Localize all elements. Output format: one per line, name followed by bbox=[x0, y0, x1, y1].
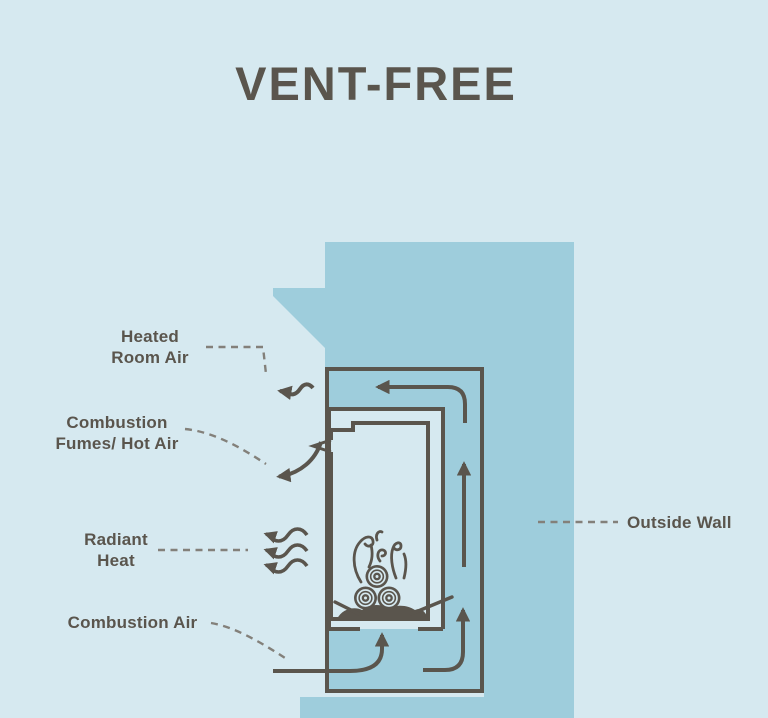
wall-gap-strip bbox=[325, 693, 484, 697]
log-top bbox=[365, 565, 389, 588]
leader-heated-room-air bbox=[206, 345, 268, 375]
radiant-heat-arrows bbox=[263, 527, 309, 575]
label-combustion-air-text: Combustion Air bbox=[67, 613, 198, 632]
label-heated-room-air-line2: Room Air bbox=[111, 348, 189, 367]
label-radiant-heat: Radiant Heat bbox=[66, 529, 166, 571]
kindling-stick-right bbox=[409, 595, 454, 616]
label-outside-wall-text: Outside Wall bbox=[627, 513, 732, 532]
label-outside-wall: Outside Wall bbox=[627, 512, 757, 533]
flame-right bbox=[390, 541, 403, 580]
flame-icon bbox=[352, 530, 408, 584]
kindling-stick-left bbox=[333, 600, 361, 616]
bottom-right-up-arrow bbox=[423, 607, 471, 672]
flame-middle-curl bbox=[376, 548, 387, 563]
label-radiant-heat-line1: Radiant bbox=[84, 530, 148, 549]
label-combustion-fumes: Combustion Fumes/ Hot Air bbox=[37, 412, 197, 454]
label-combustion-fumes-line2: Fumes/ Hot Air bbox=[55, 434, 179, 453]
log-bottom-right bbox=[377, 586, 401, 610]
label-heated-room-air-line1: Heated bbox=[121, 327, 179, 346]
label-combustion-air: Combustion Air bbox=[60, 612, 205, 633]
diagram-title: VENT-FREE bbox=[235, 57, 517, 110]
logs-icon bbox=[354, 565, 401, 610]
log-bottom-left bbox=[354, 586, 377, 610]
label-combustion-fumes-line1: Combustion bbox=[66, 413, 168, 432]
label-heated-room-air: Heated Room Air bbox=[95, 326, 205, 368]
flame-wisp bbox=[375, 530, 384, 542]
circulation-arrows bbox=[273, 379, 472, 673]
firebox-fill bbox=[331, 423, 428, 619]
leader-combustion-air bbox=[210, 621, 286, 660]
flame-right-tail bbox=[402, 552, 408, 580]
combustion-fumes-arrow bbox=[276, 441, 323, 483]
heated-room-air-arrow bbox=[277, 382, 315, 400]
combustion-air-arrow bbox=[273, 632, 390, 673]
radiant-wave-1 bbox=[263, 527, 309, 544]
top-left-flow-arrow bbox=[375, 379, 467, 423]
leader-combustion-fumes bbox=[184, 427, 267, 466]
vent-flap-icon bbox=[308, 438, 332, 454]
radiant-wave-3 bbox=[263, 558, 309, 575]
label-radiant-heat-line2: Heat bbox=[97, 551, 135, 570]
radiant-wave-2 bbox=[263, 543, 309, 560]
flame-left-tail bbox=[367, 543, 374, 569]
